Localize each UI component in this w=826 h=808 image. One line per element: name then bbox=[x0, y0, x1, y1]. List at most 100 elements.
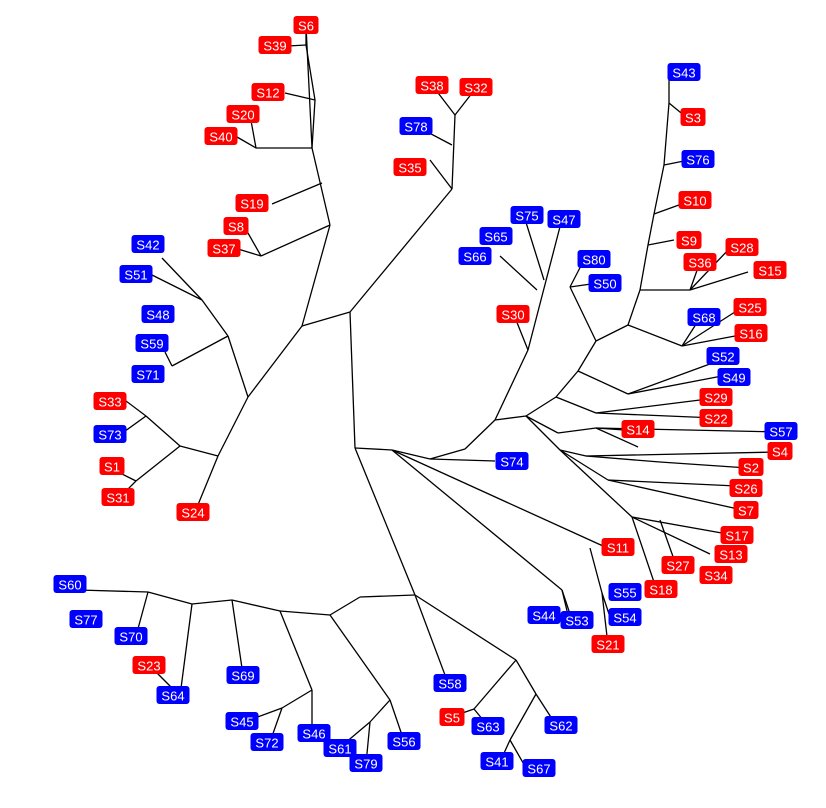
leaf-label-text: S23 bbox=[137, 659, 160, 674]
branch-line bbox=[179, 603, 193, 697]
leaf-box bbox=[141, 305, 175, 323]
leaf-label-text: S74 bbox=[500, 455, 523, 470]
leaf-label-s66: S66 bbox=[458, 247, 492, 265]
leaf-label-s3: S3 bbox=[680, 108, 706, 126]
branch-line bbox=[595, 397, 717, 414]
leaf-label-s34: S34 bbox=[699, 566, 733, 584]
leaf-label-s59: S59 bbox=[135, 334, 169, 352]
branch-line bbox=[147, 591, 193, 605]
leaf-label-text: S75 bbox=[515, 209, 538, 224]
leaf-label-text: S21 bbox=[596, 638, 619, 653]
leaf-label-s24: S24 bbox=[176, 503, 210, 521]
leaf-box bbox=[527, 606, 561, 624]
leaf-label-s75: S75 bbox=[510, 206, 544, 224]
branch-line bbox=[429, 448, 466, 460]
leaf-label-s45: S45 bbox=[225, 712, 259, 730]
leaf-box bbox=[591, 635, 625, 653]
leaf-label-text: S61 bbox=[328, 742, 351, 757]
leaf-box bbox=[729, 479, 763, 497]
leaf-label-s76: S76 bbox=[681, 150, 715, 168]
leaf-label-text: S63 bbox=[476, 720, 499, 735]
branch-line bbox=[279, 610, 313, 691]
leaf-label-s9: S9 bbox=[676, 231, 702, 249]
leaf-label-text: S3 bbox=[685, 111, 701, 126]
leaf-label-text: S71 bbox=[136, 368, 159, 383]
leaf-box bbox=[387, 732, 421, 750]
leaf-box bbox=[399, 117, 433, 135]
leaf-label-text: S51 bbox=[124, 268, 147, 283]
leaf-box bbox=[699, 409, 733, 427]
leaf-label-s80: S80 bbox=[577, 250, 611, 268]
leaf-label-text: S39 bbox=[263, 39, 286, 54]
leaf-box bbox=[767, 442, 793, 460]
leaf-box bbox=[415, 76, 449, 94]
leaf-label-text: S10 bbox=[683, 194, 706, 209]
leaf-label-text: S62 bbox=[549, 719, 572, 734]
branch-line bbox=[194, 455, 219, 513]
leaf-label-text: S29 bbox=[704, 391, 727, 406]
leaf-label-text: S28 bbox=[730, 241, 753, 256]
leaf-label-s14: S14 bbox=[621, 420, 655, 438]
leaf-label-s37: S37 bbox=[207, 239, 241, 257]
branch-line bbox=[391, 449, 431, 460]
branch-line bbox=[391, 449, 604, 547]
branch-line bbox=[555, 370, 579, 398]
leaf-label-text: S20 bbox=[231, 108, 254, 123]
leaf-label-text: S47 bbox=[552, 213, 575, 228]
leaf-label-s60: S60 bbox=[53, 575, 87, 593]
leaf-label-s63: S63 bbox=[471, 717, 505, 735]
branch-line bbox=[627, 375, 723, 395]
leaf-label-s21: S21 bbox=[591, 635, 625, 653]
branch-line bbox=[585, 451, 779, 457]
leaf-box bbox=[471, 717, 505, 735]
leaf-label-s62: S62 bbox=[544, 716, 578, 734]
leaf-box bbox=[119, 265, 153, 283]
branch-line bbox=[451, 114, 456, 190]
leaf-label-text: S17 bbox=[725, 529, 748, 544]
branch-line bbox=[647, 213, 655, 246]
leaf-label-s25: S25 bbox=[733, 298, 767, 316]
branch-line bbox=[271, 182, 323, 205]
leaf-label-s20: S20 bbox=[226, 105, 260, 123]
branch-line bbox=[237, 248, 262, 257]
leaf-label-text: S13 bbox=[719, 548, 742, 563]
leaf-label-text: S54 bbox=[613, 611, 636, 626]
leaf-label-s12: S12 bbox=[251, 83, 285, 101]
branch-line bbox=[527, 218, 563, 351]
branch-line bbox=[607, 479, 739, 510]
leaf-box bbox=[720, 526, 754, 544]
branch-line bbox=[585, 455, 661, 463]
leaf-label-s53: S53 bbox=[560, 611, 594, 629]
branch-line bbox=[577, 340, 597, 372]
leaf-labels: S6S39S12S20S40S19S8S37S42S51S48S59S71S33… bbox=[53, 16, 798, 777]
leaf-label-text: S18 bbox=[649, 583, 672, 598]
branch-line bbox=[164, 351, 173, 367]
leaf-label-text: S72 bbox=[255, 736, 278, 751]
leaf-label-text: S27 bbox=[666, 559, 689, 574]
leaf-label-text: S77 bbox=[74, 613, 97, 628]
leaf-label-text: S56 bbox=[392, 735, 415, 750]
leaf-label-text: S37 bbox=[212, 242, 235, 257]
branch-line bbox=[429, 458, 496, 462]
leaf-box bbox=[458, 247, 492, 265]
leaf-label-s30: S30 bbox=[496, 305, 530, 323]
leaf-box bbox=[156, 686, 190, 704]
leaf-label-text: S79 bbox=[354, 757, 377, 772]
branch-line bbox=[414, 594, 449, 684]
leaf-label-s55: S55 bbox=[608, 583, 642, 601]
leaf-label-text: S40 bbox=[209, 130, 232, 145]
leaf-label-text: S60 bbox=[58, 578, 81, 593]
branch-line bbox=[369, 699, 391, 723]
leaf-box bbox=[601, 538, 635, 556]
branch-line bbox=[236, 136, 257, 149]
leaf-label-s35: S35 bbox=[393, 158, 427, 176]
leaf-box bbox=[480, 752, 514, 770]
branch-line bbox=[260, 224, 331, 257]
leaf-box bbox=[258, 36, 292, 54]
branch-line bbox=[569, 286, 597, 342]
leaf-box bbox=[725, 238, 759, 256]
branch-line bbox=[595, 427, 639, 448]
branch-line bbox=[354, 447, 416, 596]
branch-line bbox=[659, 461, 749, 469]
leaf-box bbox=[176, 503, 210, 521]
